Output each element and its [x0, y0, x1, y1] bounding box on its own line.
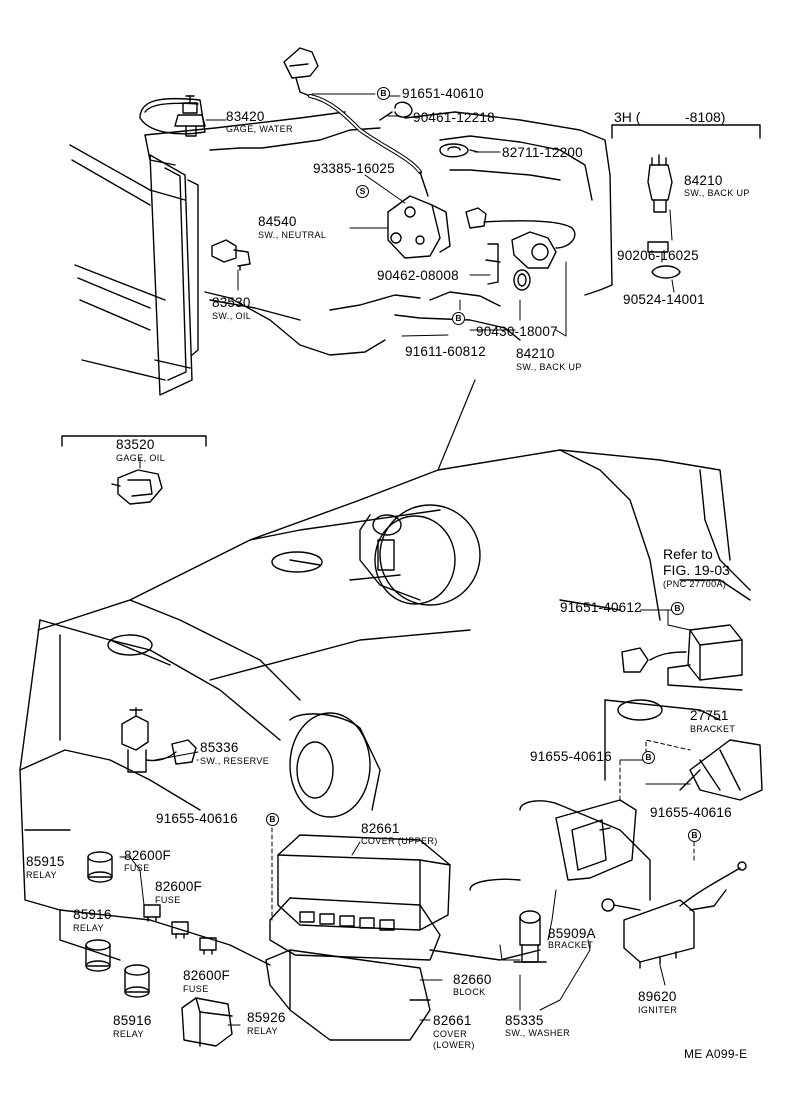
- part-number-91655-40616-c: 91655-40616: [650, 805, 732, 820]
- part-number-85916-b: 85916: [113, 1013, 152, 1028]
- radiator: [150, 155, 198, 395]
- part-number-91611-60812: 91611-60812: [405, 344, 486, 359]
- clips-and-grommets: [380, 102, 575, 290]
- part-desc-82600f-c: FUSE: [183, 984, 209, 994]
- part-desc-83530: SW., OIL: [212, 311, 252, 321]
- s-marker: S: [356, 185, 369, 198]
- neutral-switch-harness: [284, 48, 450, 258]
- washer-switch: [514, 911, 546, 962]
- fuse-82600f-c: [200, 938, 216, 954]
- part-number-91651-40610: 91651-40610: [402, 86, 484, 101]
- part-desc-89620: IGNITER: [638, 1005, 678, 1015]
- part-desc-82660: BLOCK: [453, 987, 486, 997]
- igniter: [602, 862, 746, 968]
- part-desc-85909a: BRACKET: [548, 940, 594, 950]
- part-number-85336: 85336: [200, 740, 239, 755]
- part-desc-83420: GAGE, WATER: [226, 124, 293, 134]
- part-desc-82600f-b: FUSE: [155, 895, 181, 905]
- part-number-82661-upper: 82661: [361, 821, 400, 836]
- part-desc-83520: GAGE, OIL: [116, 453, 166, 463]
- part-number-85335: 85335: [505, 1013, 544, 1028]
- part-number-85916-a: 85916: [73, 907, 112, 922]
- part-number-90524-14001: 90524-14001: [623, 292, 705, 307]
- diagram-code: ME A099-E: [684, 1047, 748, 1061]
- part-desc-85916-a: RELAY: [73, 923, 104, 933]
- part-number-90206-16025: 90206-16025: [617, 248, 699, 263]
- leader-lines-top: [140, 94, 674, 468]
- part-number-84210-lower: 84210: [516, 346, 555, 361]
- part-desc-85336: SW., RESERVE: [200, 756, 270, 766]
- part-number-90462-08008: 90462-08008: [377, 268, 459, 283]
- relay-bracket: [680, 740, 762, 800]
- part-number-90461-12218: 90461-12218: [413, 110, 495, 125]
- relay-85915: [88, 852, 112, 882]
- part-number-93385-16025: 93385-16025: [313, 161, 395, 176]
- part-desc-27751: BRACKET: [690, 724, 736, 734]
- fuse-82600f-b: [172, 922, 188, 938]
- part-desc-85335: SW., WASHER: [505, 1028, 571, 1038]
- relay-85916-b: [125, 965, 149, 997]
- part-desc-84210-upper: SW., BACK UP: [684, 188, 750, 198]
- oil-gage-sender: [112, 470, 162, 504]
- oil-switch: [212, 240, 250, 270]
- part-number-91651-40612: 91651-40612: [560, 600, 642, 615]
- variant-header-prefix: 3H (: [614, 109, 641, 125]
- part-number-83520: 83520: [116, 437, 155, 452]
- variant-header-suffix: -8108): [685, 109, 726, 125]
- b-marker: B: [688, 829, 701, 842]
- part-desc-82661-lower: COVER: [433, 1029, 468, 1039]
- water-gage-sender: [175, 96, 205, 136]
- backup-switch-3h: [648, 155, 680, 278]
- part-desc-85916-b: RELAY: [113, 1029, 144, 1039]
- part-desc2-82661-lower: (LOWER): [433, 1040, 475, 1050]
- part-number-82600f-c: 82600F: [183, 968, 230, 983]
- part-number-82711-12200: 82711-12200: [502, 145, 583, 160]
- part-number-82600f-b: 82600F: [155, 879, 202, 894]
- reference-line-2: FIG. 19-03: [663, 562, 730, 578]
- part-number-85915: 85915: [26, 854, 65, 869]
- reserve-switch: [122, 708, 196, 772]
- washer-bracket: [556, 800, 636, 880]
- oil-gage-bracket: [62, 436, 206, 446]
- b-marker: B: [266, 813, 279, 826]
- part-number-84540: 84540: [258, 214, 297, 229]
- part-number-83530: 83530: [212, 295, 251, 310]
- part-number-85909a: 85909A: [548, 926, 596, 941]
- part-number-91655-40616-a: 91655-40616: [530, 749, 612, 764]
- part-desc-84540: SW., NEUTRAL: [258, 230, 327, 240]
- reference-line-1: Refer to: [663, 546, 713, 562]
- b-marker: B: [642, 751, 655, 764]
- b-marker: B: [452, 312, 465, 325]
- relay-85926: [182, 998, 232, 1046]
- part-desc-85926: RELAY: [247, 1026, 278, 1036]
- part-number-82600f-a: 82600F: [124, 848, 171, 863]
- part-number-27751: 27751: [690, 708, 729, 723]
- variant-bracket: [612, 125, 760, 138]
- part-number-82661-lower: 82661: [433, 1013, 472, 1028]
- part-number-84210-upper: 84210: [684, 173, 723, 188]
- relay-85916-a: [86, 940, 110, 971]
- reference-line-3: (PNC 27700A): [663, 579, 727, 589]
- engine-block-outline: [70, 99, 612, 380]
- part-number-85926: 85926: [247, 1010, 286, 1025]
- fuse-block-assembly: [266, 835, 450, 1040]
- b-marker: B: [377, 87, 390, 100]
- part-desc-84210-lower: SW., BACK UP: [516, 362, 582, 372]
- part-desc-85915: RELAY: [26, 870, 57, 880]
- relay-assembly: [622, 625, 742, 690]
- part-number-82660: 82660: [453, 972, 492, 987]
- part-number-83420: 83420: [226, 109, 265, 124]
- engine-bay-body: [20, 380, 750, 965]
- part-number-90430-18007: 90430-18007: [476, 324, 558, 339]
- part-number-91655-40616-b: 91655-40616: [156, 811, 238, 826]
- fuse-82600f-a: [144, 905, 160, 921]
- part-number-89620: 89620: [638, 989, 677, 1004]
- part-desc-82600f-a: FUSE: [124, 863, 150, 873]
- part-desc-82661-upper: COVER (UPPER): [361, 836, 438, 846]
- b-marker: B: [671, 602, 684, 615]
